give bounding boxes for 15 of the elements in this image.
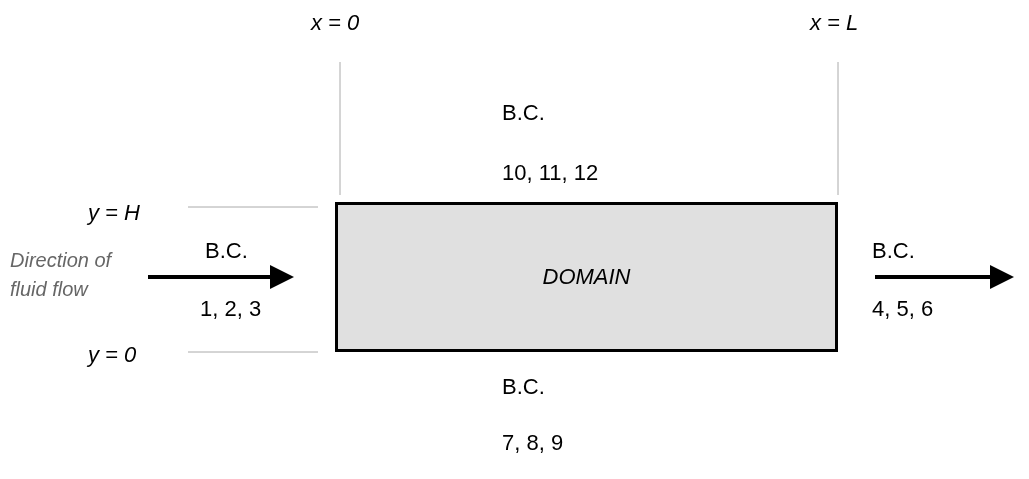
coordinate-label: x = 0 [311,10,360,36]
boundary-condition-numbers: 10, 11, 12 [502,160,599,186]
boundary-condition-label: B.C. [502,374,545,400]
boundary-condition-numbers: 1, 2, 3 [200,296,262,322]
domain-box [335,202,838,352]
domain-label: DOMAIN [542,264,631,290]
flow-direction-note: Direction of fluid flow [10,248,114,302]
boundary-condition-label: B.C. [205,238,248,264]
boundary-condition-numbers: 4, 5, 6 [872,296,934,322]
boundary-condition-numbers: 7, 8, 9 [502,430,564,456]
coordinate-label: x = L [810,10,859,36]
coordinate-label: y = 0 [88,342,137,368]
boundary-condition-label: B.C. [872,238,915,264]
boundary-condition-label: B.C. [502,100,545,126]
coordinate-label: y = H [88,200,140,226]
